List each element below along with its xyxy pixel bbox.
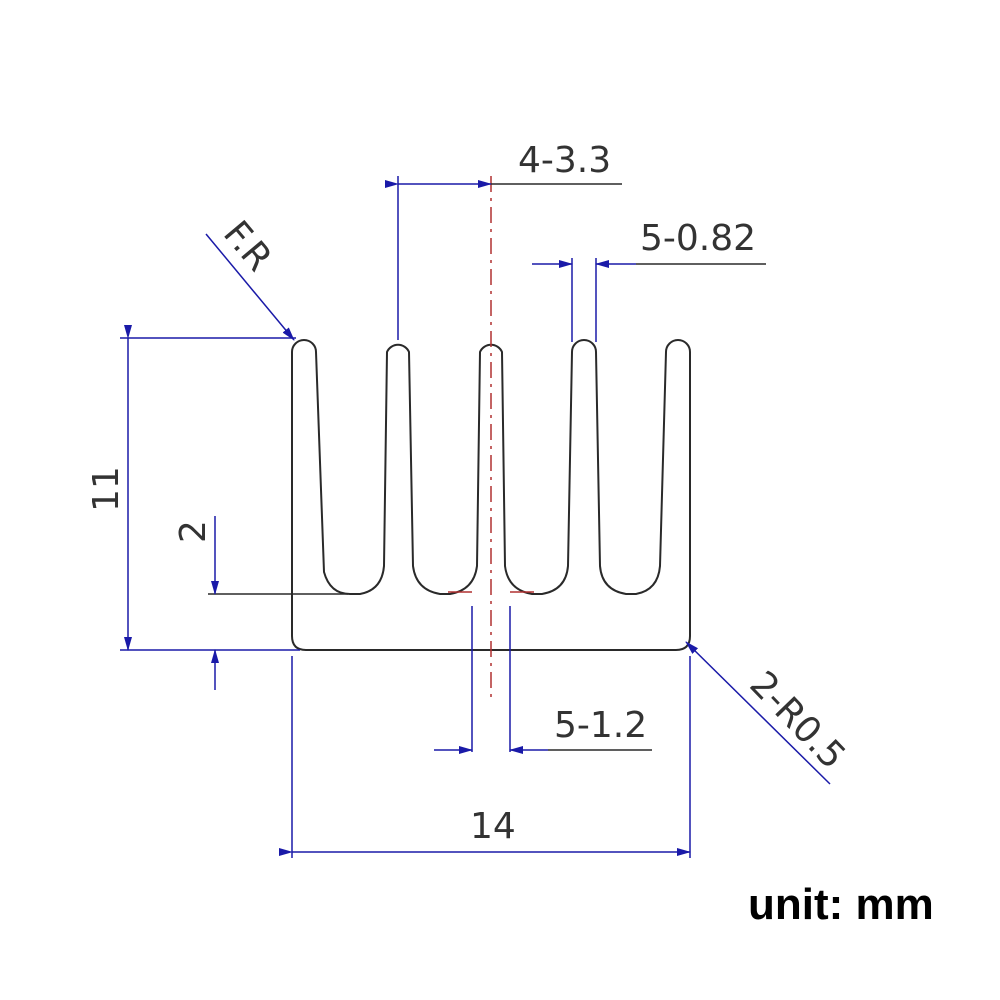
dim-fin-pitch-label: 4-3.3: [518, 140, 611, 181]
dim-fin-root-width-label: 5-1.2: [554, 705, 647, 746]
dim-base-thickness-label: 2: [173, 520, 214, 543]
dim-height: [120, 325, 300, 651]
dim-fin-pitch: [385, 176, 622, 340]
heatsink-profile-outline: [291, 339, 691, 651]
dim-fillet-label: F.R: [215, 213, 279, 279]
dim-fillet-leader: [205, 233, 295, 341]
dim-height-label: 11: [86, 466, 127, 512]
unit-label: unit: mm: [748, 880, 934, 929]
dim-fin-root-width: [434, 606, 652, 754]
dim-width: [279, 656, 691, 858]
dim-fin-tip-width: [532, 258, 766, 342]
dim-corner-radius-leader: [685, 641, 831, 785]
dim-corner-radius-label: 2-R0.5: [742, 664, 854, 777]
dim-base-thickness: [208, 516, 348, 690]
dim-width-label: 14: [470, 806, 516, 847]
dim-fin-tip-width-label: 5-0.82: [640, 218, 756, 259]
